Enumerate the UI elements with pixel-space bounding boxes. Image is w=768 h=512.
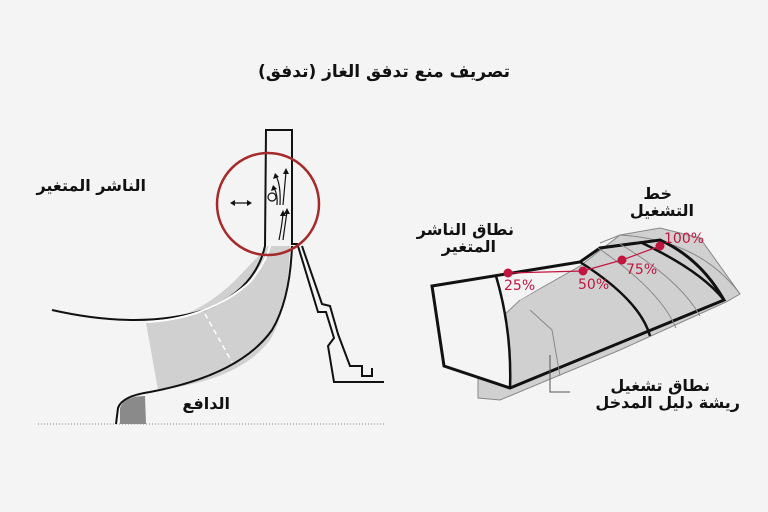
- hub-line: [115, 245, 293, 425]
- label-impeller: الدافع: [182, 394, 230, 413]
- point-label-100: 100%: [664, 231, 705, 247]
- diffuser-casing-inner: [301, 245, 373, 377]
- right-diagram: [430, 227, 741, 401]
- flow-arrows-icon: [267, 171, 288, 241]
- label-variable-diffuser: الناشر المتغير: [36, 176, 146, 195]
- label-igv-range: نطاق تشغيل ريشة دليل المدخل: [595, 376, 740, 412]
- label-diffuser-range: نطاق الناشر المتغير: [416, 220, 514, 256]
- page-title: تصريف منع تدفق الغاز (تدفق): [258, 62, 510, 82]
- impeller-blade-area: [146, 246, 290, 390]
- point-label-25: 25%: [504, 278, 536, 294]
- point-label-75: 75%: [626, 262, 658, 278]
- diffuser-casing-outer: [297, 245, 384, 383]
- label-operating-line: خط التشغيل: [629, 184, 694, 220]
- highlight-circle: [215, 151, 321, 257]
- point-label-50: 50%: [578, 277, 610, 293]
- impeller-hub: [120, 396, 146, 424]
- double-arrow-icon: [230, 200, 252, 206]
